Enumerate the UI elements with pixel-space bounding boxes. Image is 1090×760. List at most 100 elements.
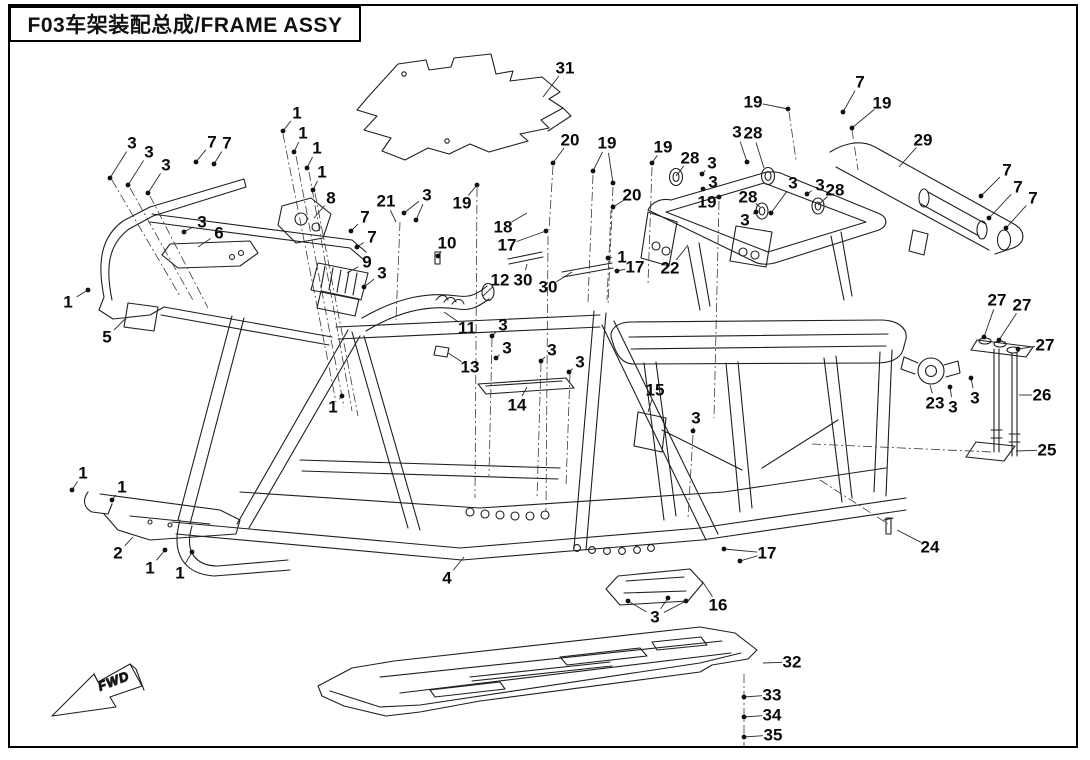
callout-label-3-1: 3 [144, 143, 153, 162]
callout-label-1-73: 1 [117, 478, 126, 497]
callout-label-33-82: 33 [763, 686, 782, 705]
callout-label-4-77: 4 [442, 569, 452, 588]
fastener-dot [785, 106, 791, 112]
callout-leader [109, 151, 128, 179]
fastener-dot [109, 497, 115, 503]
callout-label-7-4: 7 [222, 134, 231, 153]
page-border [8, 4, 1078, 748]
callout-label-1-40: 1 [617, 248, 626, 267]
fastener-dot [605, 255, 611, 261]
callout-label-7-3: 7 [207, 133, 216, 152]
callout-label-34-83: 34 [763, 706, 782, 725]
callout-leader [482, 286, 494, 297]
callout-leader [983, 309, 995, 338]
callout-label-14-37: 14 [508, 396, 527, 415]
callout-label-3-70: 3 [691, 409, 700, 428]
callout-label-35-84: 35 [764, 726, 783, 745]
callout-label-13-32: 13 [461, 358, 480, 377]
fastener-dot [538, 358, 544, 364]
callout-label-15-69: 15 [646, 381, 665, 400]
callout-label-9-17: 9 [362, 253, 371, 272]
fastener-dot [849, 125, 855, 131]
callout-leader [701, 580, 713, 597]
callout-leader [743, 715, 763, 718]
skid-plate-part [317, 626, 758, 717]
callout-label-1-5: 1 [292, 104, 301, 123]
fastener-dot [543, 228, 549, 234]
callout-leader [988, 193, 1012, 219]
callout-label-3-67: 3 [948, 398, 957, 417]
callout-label-16-79: 16 [709, 596, 728, 615]
rear-rack-part [640, 166, 887, 311]
callout-leader [1005, 205, 1027, 229]
callout-label-11-31: 11 [458, 319, 476, 338]
fastener-dot [840, 109, 846, 115]
callout-leader [127, 160, 145, 186]
callout-label-3-34: 3 [502, 339, 511, 358]
callout-label-3-18: 3 [377, 264, 386, 283]
callout-label-7-59: 7 [1013, 178, 1022, 197]
callout-leader [213, 151, 223, 165]
callout-label-19-23: 19 [598, 134, 617, 153]
callout-leader [627, 600, 647, 613]
callout-leader [898, 147, 917, 168]
callout-label-32-81: 32 [783, 653, 802, 672]
callout-label-3-51: 3 [788, 174, 797, 193]
main-frame-part [83, 251, 907, 606]
fastener-dot [716, 194, 722, 200]
fastener-dot [721, 546, 727, 552]
callout-leader [980, 176, 1001, 197]
callout-leader [851, 109, 875, 129]
page-title: F03车架装配总成/FRAME ASSY [27, 14, 343, 37]
support-tube-part [829, 142, 1024, 256]
callout-leader [608, 152, 614, 184]
callout-label-19-46: 19 [698, 193, 717, 212]
callout-leader [313, 205, 325, 219]
callout-label-2-74: 2 [113, 544, 122, 563]
fastener-dot [741, 734, 747, 740]
callout-label-1-7: 1 [312, 139, 321, 158]
fwd-direction-arrow: FWD [51, 663, 145, 717]
callout-leader [447, 352, 462, 363]
callout-label-3-78: 3 [650, 608, 659, 627]
callout-label-20-22: 20 [561, 131, 580, 150]
callout-leader [896, 529, 922, 543]
callout-label-26-64: 26 [1033, 386, 1052, 405]
fastener-dot [741, 714, 747, 720]
callout-label-18-26: 18 [494, 218, 513, 237]
callout-label-17-27: 17 [498, 236, 517, 255]
callout-label-1-8: 1 [317, 163, 326, 182]
callout-label-28-43: 28 [681, 149, 700, 168]
callout-label-25-65: 25 [1038, 441, 1057, 460]
callout-leader [556, 271, 573, 283]
fastener-dot [737, 558, 743, 564]
fastener-dot [744, 159, 750, 165]
fastener-dot [610, 180, 616, 186]
fastener-dot [690, 428, 696, 434]
fastener-dot [361, 284, 367, 290]
fastener-dot [566, 369, 572, 375]
callout-label-10-25: 10 [438, 234, 457, 253]
callout-label-19-14: 19 [453, 194, 472, 213]
alignment-lines [111, 111, 993, 748]
callout-label-19-56: 19 [873, 94, 892, 113]
callout-label-24-71: 24 [921, 538, 940, 557]
callout-leader [443, 311, 460, 323]
callout-leader [647, 399, 653, 413]
fastener-dot [181, 229, 187, 235]
fastener-dot [85, 287, 91, 293]
fastener-dot [304, 165, 310, 171]
title-box: F03车架装配总成/FRAME ASSY [9, 6, 361, 42]
callout-leader [511, 212, 528, 223]
fastener-dot [1003, 225, 1009, 231]
callout-leader [552, 147, 565, 164]
fastener-dot [435, 253, 441, 259]
fastener-dot [348, 228, 354, 234]
callout-leader [113, 316, 128, 331]
callout-leader [762, 661, 783, 664]
fastener-dot [1015, 346, 1021, 352]
callout-label-29-57: 29 [914, 131, 933, 150]
callout-label-1-75: 1 [145, 559, 154, 578]
